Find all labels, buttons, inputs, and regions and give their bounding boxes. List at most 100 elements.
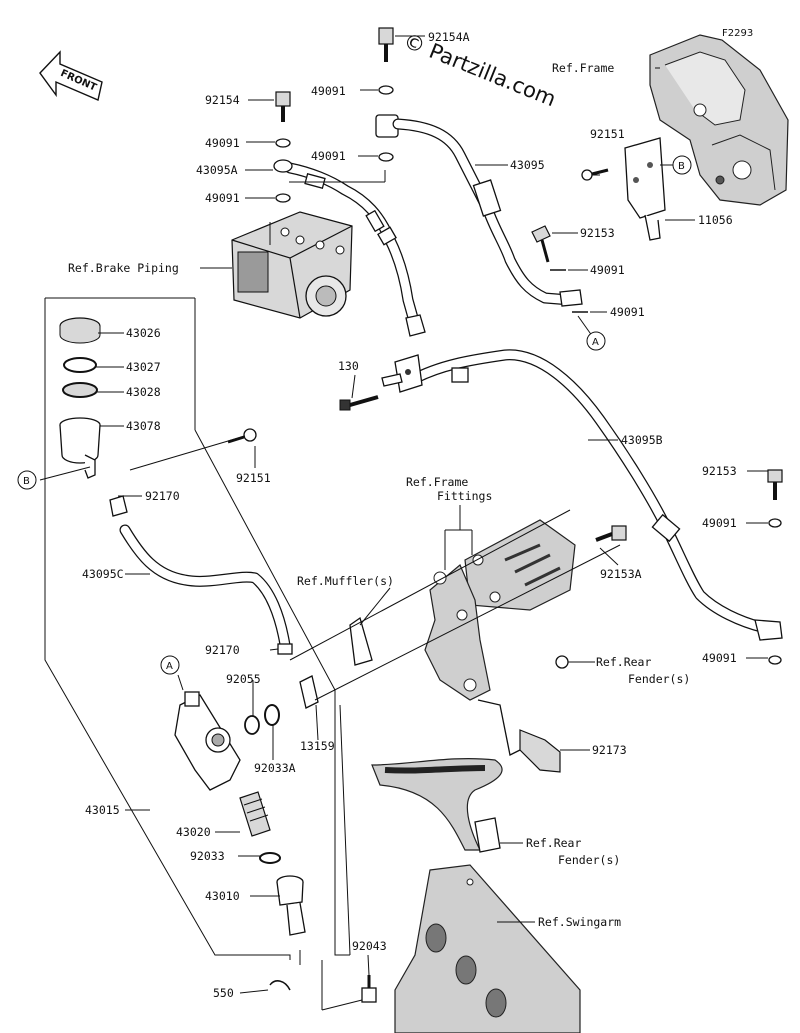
frame-upper (649, 34, 789, 206)
hose-43095B (406, 349, 783, 641)
label-92170: 92170 (205, 643, 240, 657)
label-92154: 92154 (205, 93, 240, 107)
washer-49091-d (275, 193, 291, 203)
label-43026: 43026 (126, 326, 161, 340)
push-rod-43010 (276, 875, 306, 936)
circlip-92033 (259, 852, 281, 864)
label-13159: 13159 (300, 739, 335, 753)
ref-brake-piping: Ref.Brake Piping (68, 261, 179, 275)
leader-lines (39, 35, 768, 1011)
watermark: © Partzilla.com (400, 28, 559, 111)
hose-43095C (109, 495, 291, 651)
bolt-92153A (595, 525, 627, 542)
ref-rear-fender-1a: Ref.Rear (596, 655, 651, 669)
ref-swingarm: Ref.Swingarm (538, 915, 621, 929)
label-11056: 11056 (698, 213, 733, 227)
diaphragm-43027 (63, 357, 97, 373)
ref-frame: Ref.Frame (552, 61, 614, 75)
label-92043: 92043 (352, 939, 387, 953)
heel-guard (464, 519, 576, 611)
joint-13159 (299, 675, 319, 709)
label-92151: 92151 (590, 127, 625, 141)
label-49091: 49091 (311, 84, 346, 98)
label-43015: 43015 (85, 803, 120, 817)
hose-43095A (284, 162, 426, 337)
callout-B-upper: B (672, 155, 692, 175)
label-43020: 43020 (176, 825, 211, 839)
banjo-43095A (273, 159, 293, 173)
callout-A-upper: A (586, 331, 606, 351)
ref-labels: Ref.Frame Ref.Brake Piping Ref.Frame Fit… (68, 61, 690, 929)
swingarm (394, 864, 581, 1033)
master-cylinder-43015 (174, 691, 241, 791)
clamp-92170 (277, 643, 293, 655)
label-130: 130 (338, 359, 359, 373)
label-43095C: 43095C (82, 567, 124, 581)
label-43095: 43095 (510, 158, 545, 172)
washer-49091-h (768, 655, 782, 665)
ref-frame-fittings-1: Ref.Frame (406, 475, 468, 489)
label-92153: 92153 (580, 226, 615, 240)
callout-B-lower: B (17, 470, 37, 490)
washer-49091-a (378, 85, 394, 95)
label-92153A: 92153A (600, 567, 642, 581)
cotter-pin-550 (269, 980, 291, 991)
callout-A-lower: A (160, 655, 180, 675)
ref-muffler: Ref.Muffler(s) (297, 574, 394, 588)
label-550: 550 (213, 986, 234, 1000)
washer-49091-c (378, 152, 394, 162)
label-43027: 43027 (126, 360, 161, 374)
reservoir-cap-43026 (59, 317, 101, 344)
footpeg-bracket (424, 564, 491, 701)
label-43010: 43010 (205, 889, 240, 903)
label-43028: 43028 (126, 385, 161, 399)
svg-text:B: B (678, 161, 685, 172)
ref-rear-fender-1b: Fender(s) (628, 672, 690, 686)
label-49091: 49091 (702, 516, 737, 530)
part-labels: 92154A 49091 92154 49091 43095A 49091 49… (82, 30, 737, 1000)
piston-43020 (239, 791, 271, 837)
washer-49091-b (275, 138, 291, 148)
ref-frame-fittings-2: Fittings (437, 489, 492, 503)
joint-block (381, 354, 423, 393)
label-92153: 92153 (702, 464, 737, 478)
bolt-92151-b (227, 428, 257, 444)
bolt-92153-b (767, 469, 783, 500)
svg-text:B: B (23, 476, 30, 487)
bolt-92153-a (531, 225, 551, 263)
washer-49091-g (768, 518, 782, 528)
label-92151: 92151 (236, 471, 271, 485)
ref-rear-fender-2b: Fender(s) (558, 853, 620, 867)
label-92173: 92173 (592, 743, 627, 757)
label-49091: 49091 (610, 305, 645, 319)
label-49091: 49091 (590, 263, 625, 277)
label-49091: 49091 (702, 651, 737, 665)
plate-43028 (62, 382, 98, 398)
bolt-92154A (378, 27, 394, 62)
rear-fender (371, 758, 503, 853)
label-92033A: 92033A (254, 761, 296, 775)
hose-43095 (375, 114, 583, 307)
label-43095B: 43095B (621, 433, 663, 447)
reservoir-43078 (59, 417, 101, 479)
muffler-bracket (349, 616, 373, 666)
label-49091: 49091 (205, 136, 240, 150)
label-92154A: 92154A (428, 30, 470, 44)
label-43078: 43078 (126, 419, 161, 433)
label-49091: 49091 (205, 191, 240, 205)
circlip-92033A (264, 704, 280, 726)
label-92055: 92055 (226, 672, 261, 686)
bolt-92154 (275, 91, 291, 122)
o-ring-92055 (244, 715, 260, 735)
label-49091: 49091 (311, 149, 346, 163)
switch-bracket-92173 (477, 699, 561, 773)
label-92033: 92033 (190, 849, 225, 863)
abs-unit (231, 211, 353, 319)
label-92170: 92170 (145, 489, 180, 503)
svg-text:A: A (166, 661, 173, 672)
bolt-92043 (361, 975, 377, 1003)
bolt-130 (339, 395, 379, 411)
bolt-rear-fender (555, 655, 569, 669)
